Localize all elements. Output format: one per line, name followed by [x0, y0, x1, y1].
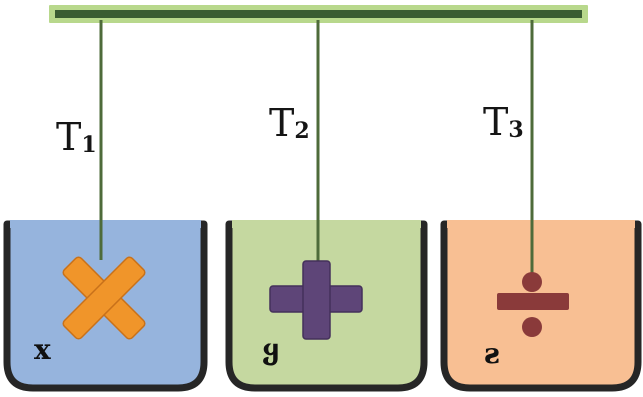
tension-label-3: T3 — [483, 100, 524, 144]
tension-label-1: T1 — [56, 115, 97, 159]
tension-label-2: T2 — [269, 101, 310, 145]
support-bar-core — [55, 10, 582, 18]
container-label-y: ყ — [262, 333, 280, 366]
multiply-icon — [62, 256, 146, 340]
plus-icon — [269, 260, 363, 340]
divide-icon — [497, 272, 569, 337]
container-label-x: x — [34, 333, 51, 366]
container-label-z: ƨ — [484, 337, 500, 370]
